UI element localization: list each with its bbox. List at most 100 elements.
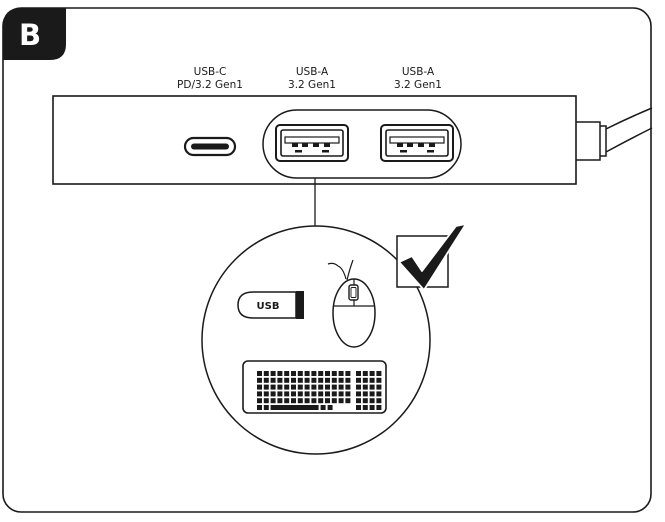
keyboard-icon: [242, 360, 387, 414]
keyboard-key: [277, 377, 283, 383]
keyboard-key: [376, 384, 382, 390]
keyboard-key: [362, 384, 368, 390]
keyboard-key: [291, 377, 296, 383]
keyboard-key: [311, 391, 317, 397]
keyboard-key: [263, 384, 269, 390]
usb-stick-icon: USB: [237, 291, 304, 319]
keyboard-key: [263, 377, 269, 383]
hub-cable: [576, 107, 653, 161]
keyboard-key: [338, 398, 344, 404]
keyboard-key: [311, 377, 317, 383]
keyboard-key: [325, 384, 330, 390]
keyboard-key: [257, 384, 262, 390]
port-label-usb-a-1: USB-A 3.2 Gen1: [288, 66, 336, 91]
keyboard-key: [304, 377, 310, 383]
keyboard-key: [277, 371, 283, 376]
keyboard-key: [362, 405, 368, 410]
keyboard-key: [369, 398, 375, 404]
keyboard-key: [304, 391, 310, 397]
keyboard-key: [297, 384, 303, 390]
keyboard-key: [257, 377, 262, 383]
keyboard-key: [291, 371, 296, 376]
keyboard-key: [284, 377, 290, 383]
mouse-icon: [327, 259, 376, 348]
keyboard-key: [345, 384, 351, 390]
keyboard-key: [356, 398, 361, 404]
checkmark-icon: [396, 223, 467, 291]
keyboard-key: [331, 384, 337, 390]
keyboard-key: [318, 384, 324, 390]
keyboard-key: [345, 391, 351, 397]
keyboard-key: [345, 377, 351, 383]
keyboard-key: [257, 405, 262, 410]
keyboard-key: [356, 391, 361, 397]
svg-text:USB-A: USB-A: [296, 66, 329, 78]
keyboard-key: [270, 371, 276, 376]
keyboard-key: [257, 398, 262, 404]
keyboard-key: [325, 391, 330, 397]
keyboard-key: [291, 391, 296, 397]
keyboard-key: [318, 398, 324, 404]
keyboard-key: [257, 371, 262, 376]
keyboard-key: [270, 405, 319, 410]
step-badge: B: [3, 8, 66, 60]
compatible-devices-circle: [201, 225, 431, 455]
keyboard-key: [311, 371, 317, 376]
keyboard-key: [320, 405, 326, 410]
keyboard-key: [284, 398, 290, 404]
keyboard-key: [376, 377, 382, 383]
keyboard-key: [311, 384, 317, 390]
keyboard-key: [356, 384, 361, 390]
keyboard-key: [356, 377, 361, 383]
keyboard-key: [263, 398, 269, 404]
port-label-usb-a-2: USB-A 3.2 Gen1: [394, 66, 442, 91]
keyboard-key: [263, 391, 269, 397]
keyboard-key: [270, 391, 276, 397]
usb-hub-body: [52, 95, 577, 185]
keyboard-key: [376, 371, 382, 376]
keyboard-key: [270, 384, 276, 390]
keyboard-key: [277, 384, 283, 390]
keyboard-key: [376, 398, 382, 404]
keyboard-key: [345, 398, 351, 404]
keyboard-key: [362, 398, 368, 404]
keyboard-key: [311, 398, 317, 404]
keyboard-key: [338, 371, 344, 376]
keyboard-key: [338, 384, 344, 390]
keyboard-key: [304, 384, 310, 390]
keyboard-key: [270, 377, 276, 383]
keyboard-key: [297, 391, 303, 397]
keyboard-key: [284, 371, 290, 376]
keyboard-key: [325, 398, 330, 404]
keyboard-key: [325, 377, 330, 383]
keyboard-key: [362, 391, 368, 397]
keyboard-key: [318, 391, 324, 397]
keyboard-key: [318, 371, 324, 376]
usb-a-ports-highlight: [262, 109, 462, 179]
keyboard-keys: [257, 371, 351, 410]
step-letter: B: [19, 18, 41, 52]
keyboard-key: [331, 398, 337, 404]
keyboard-key: [297, 371, 303, 376]
keyboard-numpad: [356, 371, 382, 410]
usb-a-port-2: [380, 124, 454, 162]
keyboard-key: [369, 377, 375, 383]
svg-text:3.2 Gen1: 3.2 Gen1: [394, 79, 442, 91]
keyboard-key: [257, 391, 262, 397]
svg-text:PD/3.2 Gen1: PD/3.2 Gen1: [177, 79, 243, 91]
keyboard-key: [284, 384, 290, 390]
keyboard-key: [338, 391, 344, 397]
keyboard-key: [356, 371, 361, 376]
usb-c-port: [183, 136, 237, 157]
keyboard-key: [369, 391, 375, 397]
svg-text:3.2 Gen1: 3.2 Gen1: [288, 79, 336, 91]
keyboard-key: [362, 377, 368, 383]
keyboard-key: [327, 405, 333, 410]
keyboard-key: [338, 377, 344, 383]
keyboard-key: [331, 371, 337, 376]
keyboard-key: [356, 405, 361, 410]
keyboard-key: [263, 405, 269, 410]
keyboard-key: [304, 371, 310, 376]
keyboard-key: [331, 377, 337, 383]
